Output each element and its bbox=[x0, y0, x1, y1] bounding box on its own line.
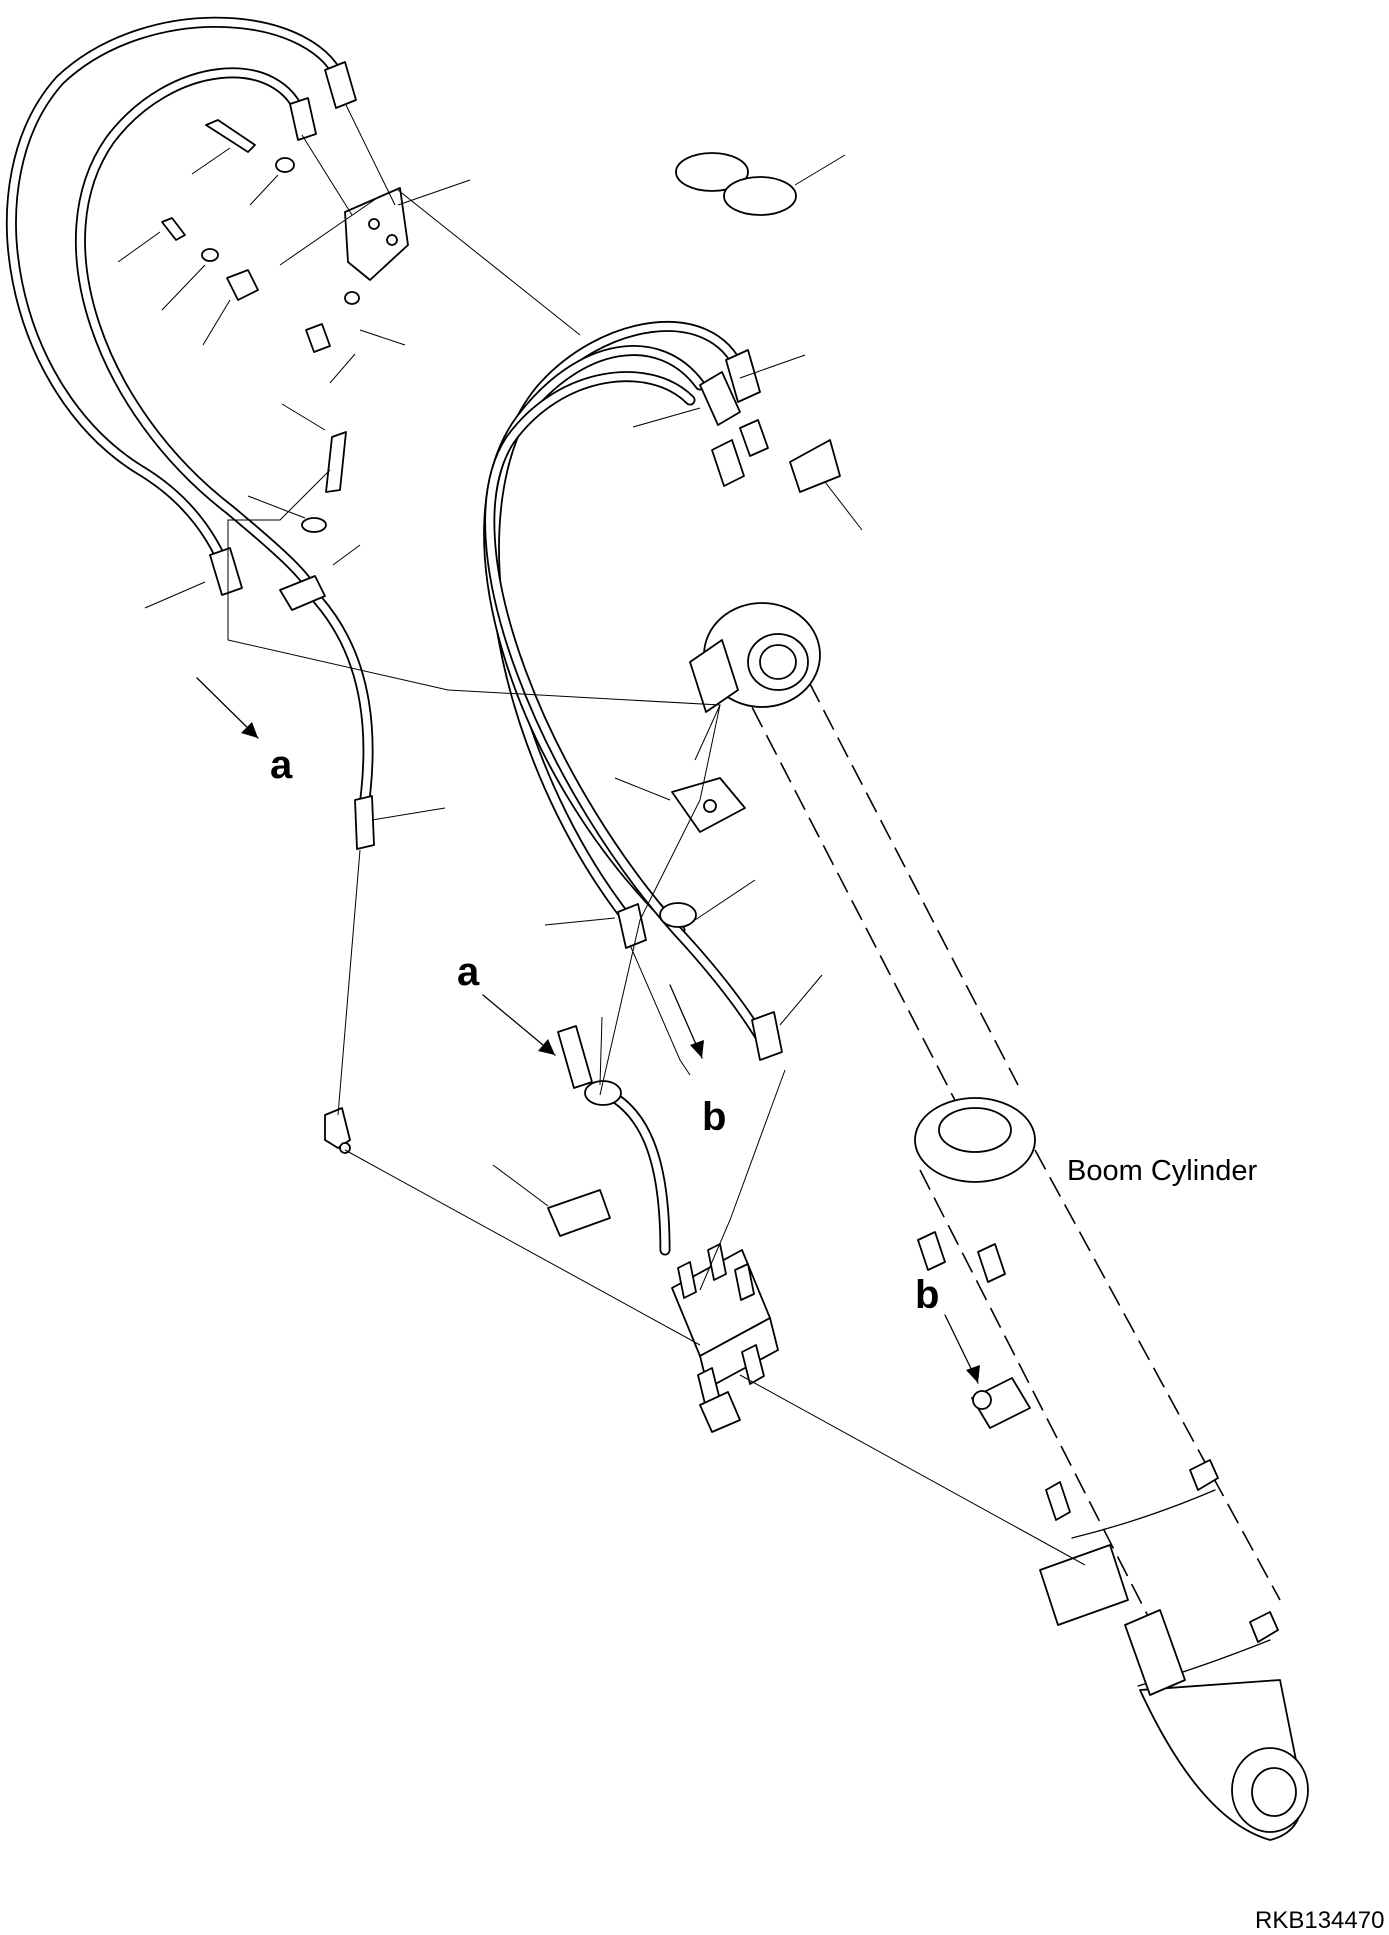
bolt-small-1 bbox=[161, 217, 186, 241]
rod-end-eye bbox=[689, 602, 821, 713]
boom-cylinder-label: Boom Cylinder bbox=[1067, 1155, 1258, 1187]
view-label-b-mid: b bbox=[702, 1095, 726, 1139]
nut-mid-top-4 bbox=[739, 419, 769, 457]
sensor-a bbox=[557, 1025, 593, 1089]
elbow-fitting bbox=[324, 1107, 351, 1149]
nut-mid-lower-1 bbox=[617, 903, 647, 949]
cylinder-bottom-eye bbox=[1139, 1679, 1309, 1841]
washer-small-1 bbox=[201, 248, 219, 262]
nut-left-mid bbox=[209, 547, 243, 596]
fittings bbox=[209, 61, 783, 1154]
sensor-a-collar bbox=[584, 1080, 622, 1106]
boom-cylinder bbox=[689, 602, 1309, 1841]
washer-top-left bbox=[275, 157, 295, 173]
nut-mid-top-3 bbox=[711, 439, 745, 487]
cylinder-valve-body bbox=[1124, 1609, 1186, 1696]
nut-mid-top-1 bbox=[699, 371, 741, 426]
hose-bracket-top bbox=[344, 187, 409, 281]
band-clamp-lower bbox=[1249, 1611, 1279, 1643]
reference-code: RKB134470 bbox=[1255, 1907, 1384, 1934]
hose-clip-lower bbox=[547, 1189, 611, 1237]
washer-small-2 bbox=[344, 291, 360, 305]
view-label-a-mid: a bbox=[457, 950, 480, 994]
hose-clip-right-top bbox=[789, 439, 841, 493]
ring-clamp-2 bbox=[723, 176, 797, 216]
nut-mid-lower-3 bbox=[751, 1011, 783, 1061]
port-fitting-b bbox=[972, 1390, 992, 1410]
cylinder-head bbox=[914, 1097, 1036, 1183]
long-bolt-washer bbox=[301, 517, 327, 533]
hardware bbox=[161, 119, 841, 1237]
elbow-end bbox=[339, 1142, 351, 1154]
nut-left-lower bbox=[354, 795, 375, 850]
nut-mid-top-2 bbox=[725, 349, 761, 403]
view-label-a-top: a bbox=[270, 743, 293, 787]
cylinder-rod bbox=[737, 654, 1019, 1111]
view-label-b-cyl: b bbox=[915, 1273, 939, 1317]
bolt-small-2 bbox=[305, 323, 331, 353]
ring-clamp-1 bbox=[675, 152, 749, 192]
hose-clip-left bbox=[279, 575, 326, 611]
valve-block bbox=[671, 1243, 779, 1433]
lower-bracket bbox=[1039, 1544, 1129, 1626]
reference-lines bbox=[227, 104, 1086, 1566]
barrel-band-upper bbox=[1071, 1489, 1216, 1539]
barrel-clip bbox=[1045, 1481, 1071, 1521]
band-clamp-upper bbox=[1189, 1459, 1219, 1491]
nut-top-2 bbox=[289, 97, 317, 141]
view-arrows bbox=[196, 677, 980, 1384]
mount-boss-1 bbox=[917, 1231, 946, 1271]
cylinder-barrel bbox=[919, 1149, 1281, 1621]
nut-top-1 bbox=[324, 61, 357, 109]
clip-small-1 bbox=[226, 269, 259, 301]
collar-mid-lower bbox=[659, 902, 697, 928]
hose-mid-2 bbox=[483, 345, 706, 936]
bolt-top-left bbox=[205, 119, 256, 153]
leader-lines bbox=[117, 147, 863, 1207]
long-bolt bbox=[325, 431, 347, 493]
mount-boss-2 bbox=[977, 1243, 1006, 1283]
port-block-b bbox=[971, 1377, 1031, 1429]
